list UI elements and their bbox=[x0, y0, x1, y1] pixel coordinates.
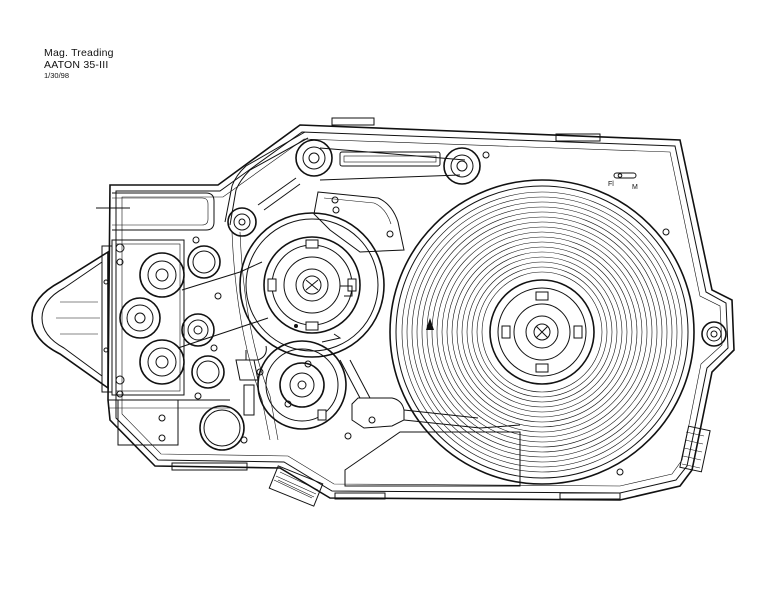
reel-hub-key bbox=[535, 291, 549, 301]
magazine-housing bbox=[96, 117, 735, 501]
wind-direction-mark bbox=[426, 318, 434, 330]
film-wind-ring bbox=[471, 261, 613, 403]
film-wind-ring bbox=[481, 271, 603, 393]
takeup-reel bbox=[389, 179, 695, 485]
camera-model: AATON 35-III bbox=[44, 59, 109, 71]
reel-core-outer bbox=[489, 279, 595, 385]
film-wind-ring bbox=[451, 241, 633, 423]
mode-label-m: M bbox=[632, 184, 638, 191]
film-wind-ring bbox=[441, 231, 643, 433]
film-wind-ring bbox=[461, 251, 623, 413]
film-wind-ring bbox=[416, 206, 668, 458]
film-wind-ring bbox=[406, 196, 678, 468]
film-wind-ring bbox=[421, 211, 663, 453]
knurled-latch-right bbox=[679, 425, 711, 473]
film-wind-ring bbox=[476, 266, 608, 398]
film-wind-ring bbox=[456, 246, 628, 418]
mode-label-fl: Fl bbox=[608, 181, 614, 188]
sprocket-rollers bbox=[119, 236, 225, 400]
guide-rollers bbox=[227, 139, 490, 237]
film-wind-ring bbox=[401, 191, 683, 473]
film-wind-ring bbox=[431, 221, 653, 443]
title-block: Mag. Treading AATON 35-III 1/30/98 bbox=[44, 47, 114, 80]
lower-pressure-arm bbox=[339, 359, 521, 487]
reel-hub-ring bbox=[513, 303, 571, 361]
reel-hub-inner bbox=[525, 315, 559, 349]
gate-assembly bbox=[31, 239, 230, 409]
upper-pressure-arm bbox=[313, 191, 405, 253]
film-wind-ring bbox=[436, 226, 648, 438]
lower-left-compartment bbox=[117, 399, 248, 451]
reel-hub-key bbox=[573, 325, 583, 339]
reel-hub-key bbox=[535, 363, 549, 373]
film-wind-ring bbox=[426, 216, 658, 448]
drawing-date: 1/30/98 bbox=[44, 71, 70, 80]
right-side-details: Fl M bbox=[608, 172, 727, 476]
drawing-title: Mag. Treading bbox=[44, 47, 114, 59]
reel-spindle-cross bbox=[535, 325, 549, 339]
reel-core-ring bbox=[497, 287, 587, 377]
film-wind-ring bbox=[446, 236, 638, 428]
knurled-latch-bottom bbox=[268, 465, 324, 507]
film-wind-ring bbox=[411, 201, 673, 463]
reel-spindle bbox=[533, 323, 551, 341]
feed-reel bbox=[239, 212, 385, 358]
film-wind-ring bbox=[466, 256, 618, 408]
lower-hub bbox=[235, 340, 347, 430]
reel-hub-key bbox=[501, 325, 511, 339]
